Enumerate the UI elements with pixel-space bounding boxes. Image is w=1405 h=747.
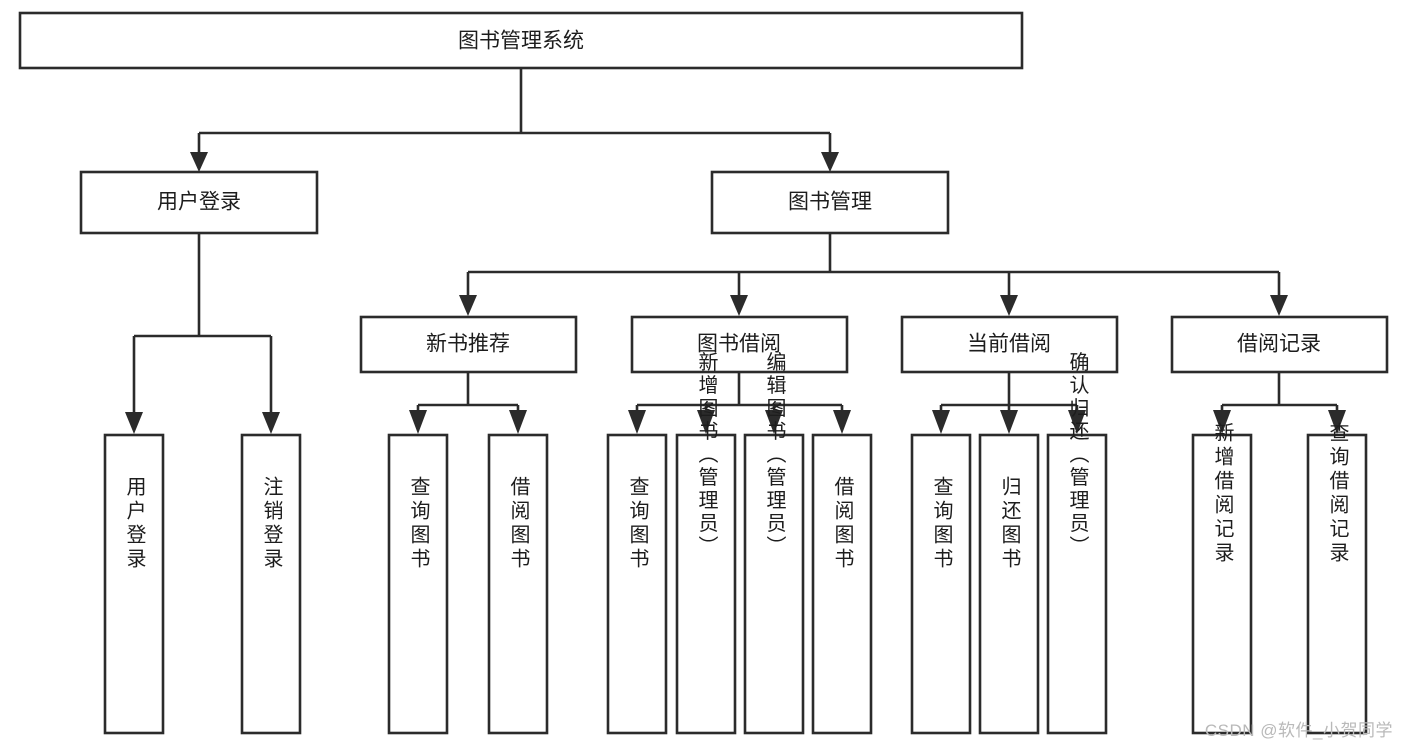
leaf-borrow-query-book[interactable]: 查询图书	[606, 433, 668, 735]
node-book-management[interactable]: 图书管理	[710, 170, 950, 235]
node-book-borrow-label: 图书借阅	[697, 333, 781, 356]
node-book-borrow-box[interactable]	[630, 315, 849, 374]
node-book-management-label: 图书管理	[788, 191, 872, 214]
node-user-login-label: 用户登录	[157, 191, 241, 214]
arrow-bookmgmt-to-current	[1000, 295, 1018, 316]
node-user-login[interactable]: 用户登录	[79, 170, 319, 235]
leaf-record-query-borrow-record-label: 查询借阅记录	[1326, 422, 1349, 566]
leaf-user-logout-box[interactable]	[240, 433, 302, 735]
leaf-recommend-borrow-book[interactable]: 借阅图书	[487, 433, 549, 735]
arrow-bookmgmt-to-recommend	[459, 295, 477, 316]
node-root-book-management-system[interactable]: 图书管理系统	[18, 11, 1024, 70]
arrow-record-leaf-1	[1213, 410, 1231, 434]
leaf-current-confirm-return-admin-label: 确认归还（管理员）	[1066, 351, 1089, 558]
arrow-login-leaf-1	[125, 412, 143, 434]
node-book-management-box[interactable]	[710, 170, 950, 235]
arrow-current-leaf-2	[1000, 410, 1018, 434]
leaf-record-add-borrow-record[interactable]: 新增借阅记录	[1191, 422, 1253, 735]
arrow-recommend-leaf-2	[509, 410, 527, 434]
leaf-record-query-borrow-record[interactable]: 查询借阅记录	[1306, 422, 1368, 735]
node-borrow-record[interactable]: 借阅记录	[1170, 315, 1389, 374]
node-borrow-record-box[interactable]	[1170, 315, 1389, 374]
leaf-record-add-borrow-record-label: 新增借阅记录	[1211, 422, 1234, 566]
leaf-borrow-edit-book-admin-box[interactable]	[743, 433, 805, 735]
node-current-borrow-box[interactable]	[900, 315, 1119, 374]
node-new-book-recommend-box[interactable]	[359, 315, 578, 374]
leaf-user-login-1-box[interactable]	[103, 433, 165, 735]
leaf-recommend-query-book-label: 查询图书	[407, 476, 430, 572]
leaf-user-logout[interactable]: 注销登录	[240, 433, 302, 735]
leaf-borrow-borrow-book-box[interactable]	[811, 433, 873, 735]
leaf-user-logout-label: 注销登录	[260, 476, 283, 572]
leaf-current-return-book-label: 归还图书	[998, 476, 1021, 572]
arrow-root-to-bookmgmt	[821, 152, 839, 172]
leaf-borrow-query-book-label: 查询图书	[626, 476, 649, 572]
leaf-recommend-borrow-book-box[interactable]	[487, 433, 549, 735]
leaf-current-query-book[interactable]: 查询图书	[910, 433, 972, 735]
leaf-current-query-book-box[interactable]	[910, 433, 972, 735]
arrow-current-leaf-3	[1068, 410, 1086, 434]
arrow-borrow-leaf-2	[697, 410, 715, 434]
arrow-borrow-leaf-4	[833, 410, 851, 434]
arrow-record-leaf-2	[1328, 410, 1346, 434]
node-user-login-box[interactable]	[79, 170, 319, 235]
leaf-borrow-add-book-admin-box[interactable]	[675, 433, 737, 735]
leaf-current-confirm-return-admin[interactable]: 确认归还（管理员）	[1046, 351, 1108, 735]
leaf-borrow-add-book-admin-label: 新增图书（管理员）	[695, 351, 718, 558]
leaf-record-add-borrow-record-box[interactable]	[1191, 433, 1253, 735]
connector-group	[125, 68, 1346, 434]
leaf-borrow-query-book-box[interactable]	[606, 433, 668, 735]
leaf-user-login-1-label: 用户登录	[123, 476, 146, 572]
leaf-borrow-borrow-book[interactable]: 借阅图书	[811, 433, 873, 735]
node-root-label: 图书管理系统	[458, 30, 584, 53]
node-root-box[interactable]	[18, 11, 1024, 70]
leaf-recommend-query-book-box[interactable]	[387, 433, 449, 735]
arrow-current-leaf-1	[932, 410, 950, 434]
leaf-record-query-borrow-record-box[interactable]	[1306, 433, 1368, 735]
leaf-borrow-edit-book-admin-label: 编辑图书（管理员）	[763, 351, 786, 558]
leaf-current-query-book-label: 查询图书	[930, 476, 953, 572]
node-borrow-record-label: 借阅记录	[1237, 333, 1321, 356]
leaf-borrow-borrow-book-label: 借阅图书	[831, 476, 854, 572]
leaf-current-confirm-return-admin-box[interactable]	[1046, 433, 1108, 735]
leaf-recommend-query-book[interactable]: 查询图书	[387, 433, 449, 735]
arrow-login-leaf-2	[262, 412, 280, 434]
leaf-current-return-book[interactable]: 归还图书	[978, 433, 1040, 735]
arrow-borrow-leaf-1	[628, 410, 646, 434]
arrow-root-to-login	[190, 152, 208, 172]
node-new-book-recommend[interactable]: 新书推荐	[359, 315, 578, 374]
arrow-bookmgmt-to-record	[1270, 295, 1288, 316]
arrow-borrow-leaf-3	[765, 410, 783, 434]
node-book-borrow[interactable]: 图书借阅	[630, 315, 849, 374]
leaf-recommend-borrow-book-label: 借阅图书	[507, 476, 530, 572]
leaf-current-return-book-box[interactable]	[978, 433, 1040, 735]
leaf-user-login-1[interactable]: 用户登录	[103, 433, 165, 735]
leaf-borrow-add-book-admin[interactable]: 新增图书（管理员）	[675, 351, 737, 735]
node-current-borrow[interactable]: 当前借阅	[900, 315, 1119, 374]
node-current-borrow-label: 当前借阅	[967, 333, 1051, 356]
leaf-borrow-edit-book-admin[interactable]: 编辑图书（管理员）	[743, 351, 805, 735]
arrow-recommend-leaf-1	[409, 410, 427, 434]
arrow-bookmgmt-to-borrow	[730, 295, 748, 316]
node-new-book-recommend-label: 新书推荐	[426, 333, 510, 356]
